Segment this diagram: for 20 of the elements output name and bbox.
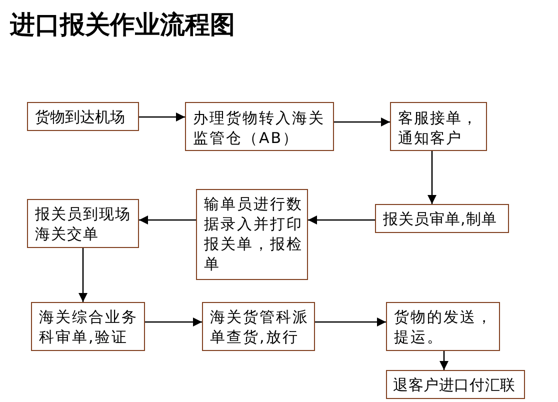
arrow — [315, 318, 386, 326]
process-box: 办理货物转入海关监管仓（AB） — [185, 102, 334, 151]
process-box: 海关货管科派单查货,放行 — [202, 302, 315, 351]
process-box: 退客户进口付汇联 — [386, 370, 525, 399]
process-box: 货物到达机场 — [27, 102, 139, 131]
arrow — [139, 112, 185, 122]
process-box: 客服接单，通知客户 — [390, 102, 487, 151]
arrow — [440, 351, 448, 370]
process-box: 报关员到现场海关交单 — [27, 199, 139, 248]
arrow — [139, 216, 196, 224]
arrow — [334, 118, 390, 126]
process-box: 海关综合业务科审单,验证 — [31, 302, 145, 351]
process-box: 报关员审单,制单 — [375, 204, 509, 233]
process-box: 货物的发送，提运。 — [386, 302, 500, 351]
process-box: 输单员进行数据录入并打印报关单，报检单 — [196, 189, 308, 280]
arrow — [428, 151, 436, 204]
arrow — [308, 216, 375, 224]
arrow — [78, 248, 88, 302]
title: 进口报关作业流程图 — [10, 10, 235, 40]
arrow — [145, 318, 202, 326]
